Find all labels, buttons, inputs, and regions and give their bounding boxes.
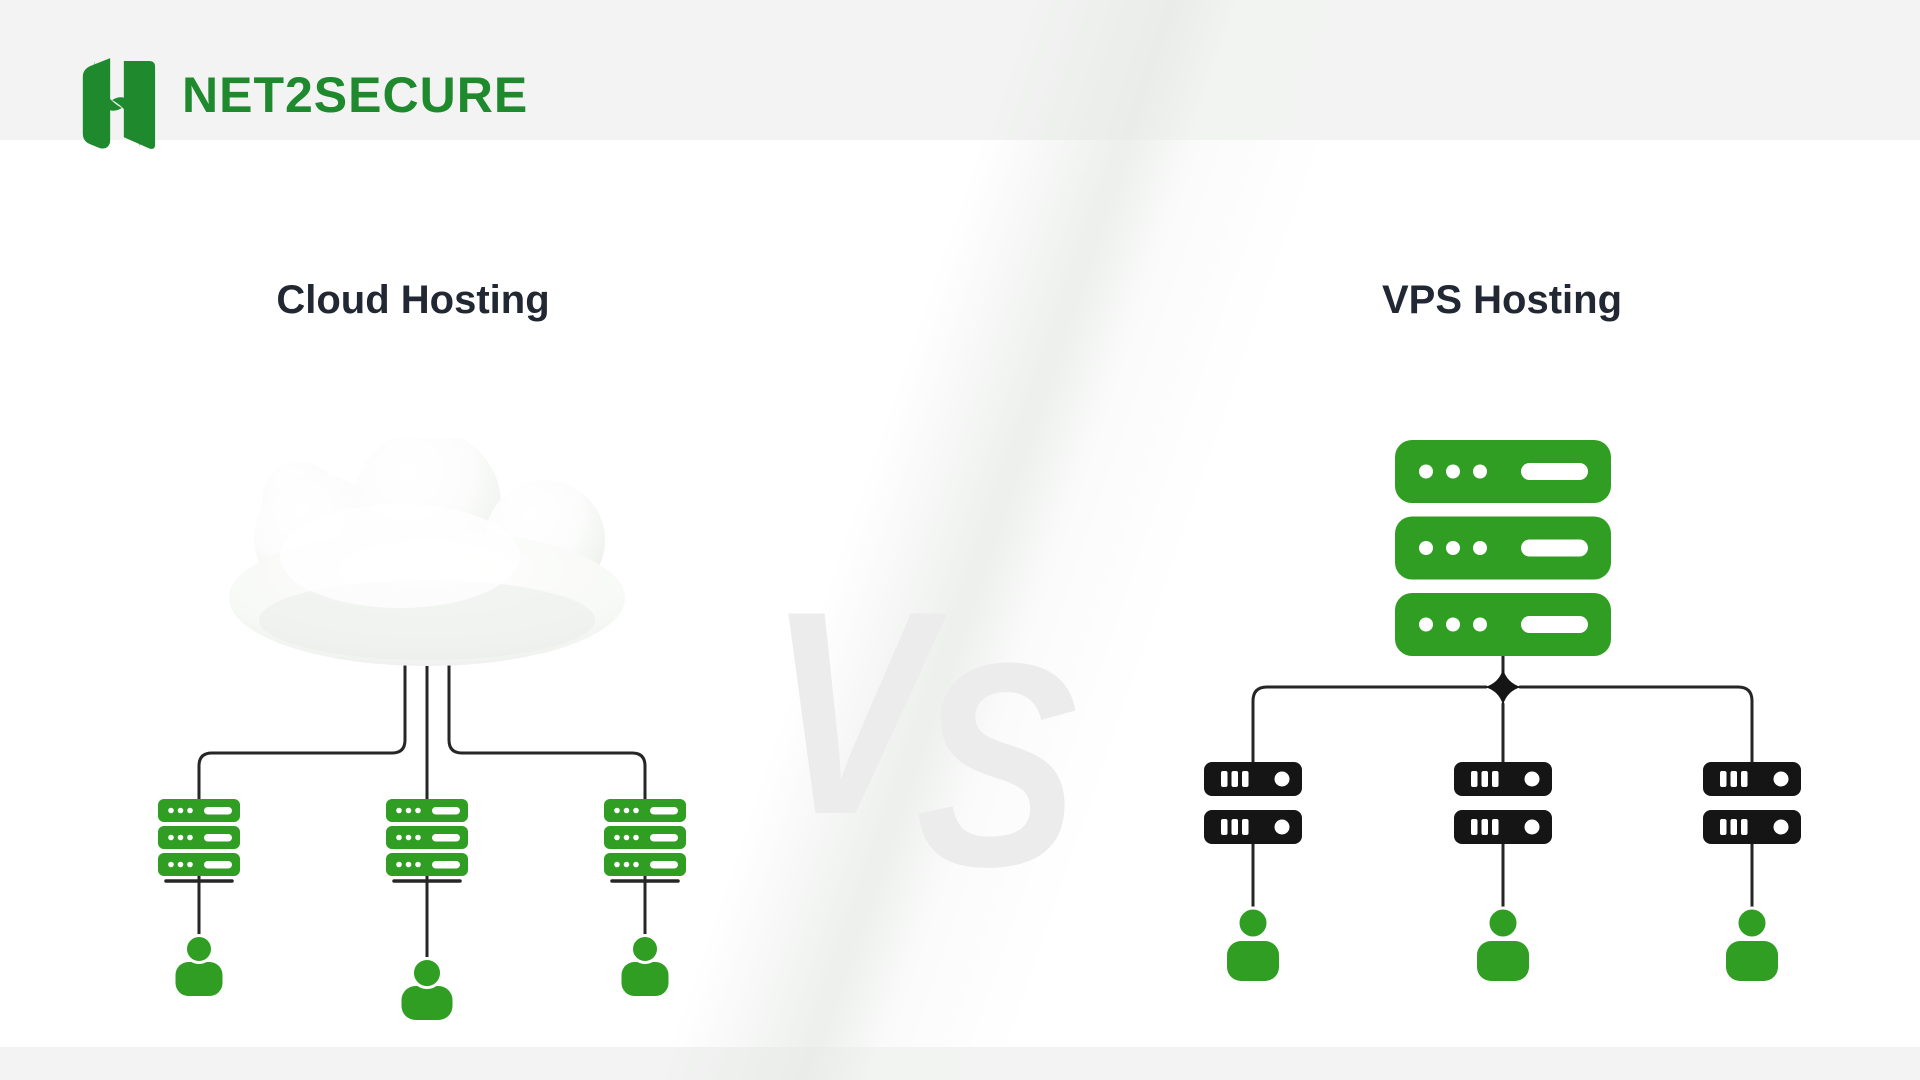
user-icon <box>621 934 669 996</box>
vps-server-icon <box>1204 762 1302 844</box>
vps-server-icon <box>1703 762 1801 844</box>
cloud-server-icon <box>604 799 686 876</box>
top-band <box>0 0 1920 140</box>
diamond-connector-icon <box>1485 669 1521 705</box>
net2secure-logo-icon <box>82 58 156 149</box>
user-icon <box>175 934 223 996</box>
cloud-hosting-title: Cloud Hosting <box>276 278 550 322</box>
brand-name: NET2SECURE <box>182 67 529 123</box>
vps-server-icon <box>1454 762 1552 844</box>
cloud-server-icon <box>386 799 468 876</box>
cloud-server-icon <box>158 799 240 876</box>
user-icon <box>1726 906 1778 981</box>
user-icon <box>1227 906 1279 981</box>
vps-main-server-icon <box>1395 440 1611 656</box>
vs-letter-s: S <box>915 603 1078 927</box>
vps-hosting-title: VPS Hosting <box>1381 278 1623 322</box>
vs-watermark: VS <box>768 568 1078 910</box>
cloud-icon <box>215 430 640 678</box>
user-icon <box>1477 906 1529 981</box>
user-icon <box>401 957 453 1020</box>
cloud-connector-lines <box>164 646 680 960</box>
vs-letter-v: V <box>768 551 931 875</box>
